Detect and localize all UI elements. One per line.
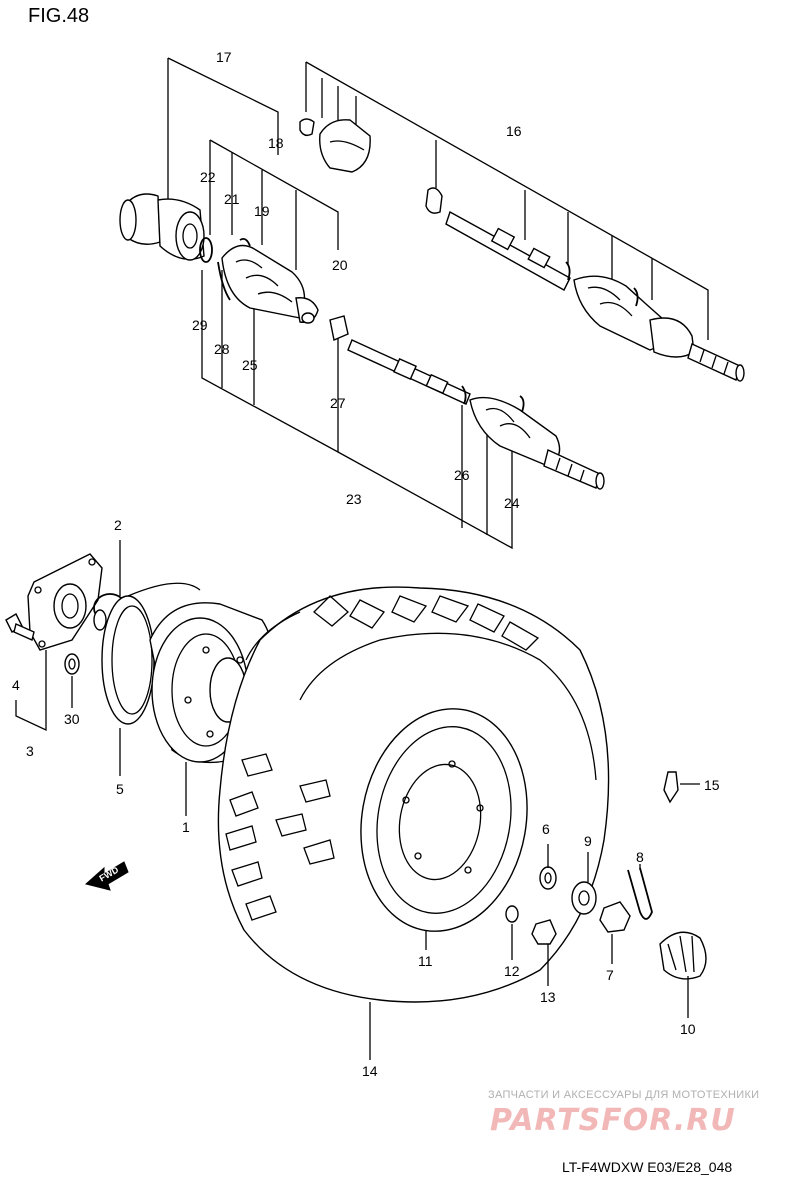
callout-9: 9 xyxy=(584,833,592,849)
callout-12: 12 xyxy=(504,963,520,979)
callout-26: 26 xyxy=(454,467,470,483)
callout-1: 1 xyxy=(182,819,190,835)
callout-21: 21 xyxy=(224,191,240,207)
drive-shaft-16 xyxy=(299,118,745,382)
valve-15 xyxy=(663,771,679,804)
watermark-brand: PARTSFOR.RU xyxy=(490,1103,736,1138)
rim-11 xyxy=(360,708,528,932)
bolt-4 xyxy=(5,613,35,641)
nut-13 xyxy=(531,919,557,945)
callout-8: 8 xyxy=(636,849,644,865)
callout-29: 29 xyxy=(192,317,208,333)
clip-27 xyxy=(329,315,349,341)
callout-7: 7 xyxy=(606,967,614,983)
callout-19: 19 xyxy=(254,203,270,219)
callout-25: 25 xyxy=(242,357,258,373)
callout-14: 14 xyxy=(362,1063,378,1079)
washer-9 xyxy=(571,881,597,915)
callout-24: 24 xyxy=(504,495,520,511)
hub-cap-10 xyxy=(659,931,707,980)
callout-28: 28 xyxy=(214,341,230,357)
callout-20: 20 xyxy=(332,257,348,273)
washer-6 xyxy=(539,866,557,890)
hub-plate-3 xyxy=(27,553,103,651)
circlip-29 xyxy=(199,237,213,263)
washer-30 xyxy=(64,653,80,675)
callout-18: 18 xyxy=(268,135,284,151)
washer-12 xyxy=(505,905,519,923)
drive-shaft-23 xyxy=(347,339,605,490)
callout-5: 5 xyxy=(116,781,124,797)
callout-23: 23 xyxy=(346,491,362,507)
footer-code: LT-F4WDXW E03/E28_048 xyxy=(562,1159,732,1175)
callout-11: 11 xyxy=(418,953,433,969)
watermark: ЗАПЧАСТИ И АКСЕССУАРЫ ДЛЯ МОТОТЕХНИКИ PA… xyxy=(488,1089,759,1138)
callout-4: 4 xyxy=(12,677,20,693)
callout-27: 27 xyxy=(330,395,346,411)
callout-13: 13 xyxy=(540,989,556,1005)
callout-labels: 17 18 16 22 21 19 20 29 28 25 27 26 23 2… xyxy=(12,49,720,1079)
callout-22: 22 xyxy=(200,169,216,185)
leader-lines xyxy=(167,57,709,550)
hardware-leaders xyxy=(15,540,700,1060)
watermark-tagline: ЗАПЧАСТИ И АКСЕССУАРЫ ДЛЯ МОТОТЕХНИКИ xyxy=(488,1089,759,1101)
callout-10: 10 xyxy=(680,1021,696,1037)
cv-joint-housing xyxy=(119,193,205,261)
callout-30: 30 xyxy=(64,711,80,727)
callout-16: 16 xyxy=(506,123,522,139)
cotter-pin-8 xyxy=(627,867,653,920)
callout-15: 15 xyxy=(704,777,720,793)
fwd-direction-arrow: FWD xyxy=(84,861,129,891)
callout-17: 17 xyxy=(216,49,232,65)
boot-assembly-left xyxy=(217,237,319,324)
callout-2: 2 xyxy=(114,517,122,533)
callout-3: 3 xyxy=(26,743,34,759)
castle-nut-7 xyxy=(599,901,631,933)
figure-title: FIG.48 xyxy=(28,5,89,27)
callout-6: 6 xyxy=(542,821,550,837)
